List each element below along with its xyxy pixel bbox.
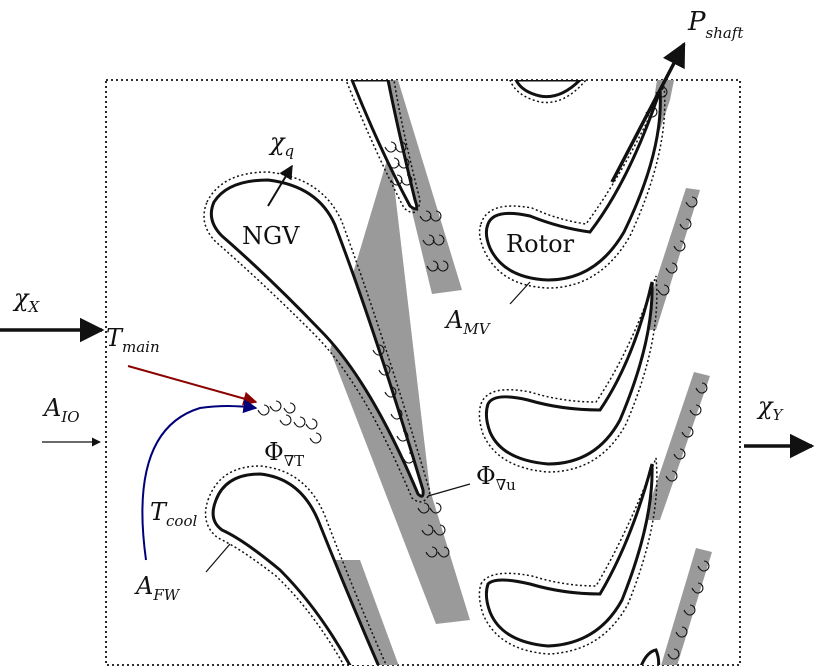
rotor-blade-1 — [484, 89, 662, 282]
rotor-wake-4 — [661, 548, 712, 665]
ngv-blade-bottom — [211, 472, 380, 665]
a-mv-label: AMV — [444, 306, 492, 338]
ngv-blade-main — [209, 178, 425, 498]
a-io-label: AIO — [42, 394, 80, 426]
rotor-blade-3 — [484, 463, 654, 648]
rotor-blade-top — [514, 80, 583, 99]
a-fw-label: AFW — [134, 572, 181, 604]
ngv-wake-middle — [330, 150, 470, 624]
ngv-main-boundary — [203, 171, 431, 503]
rotor-2-boundary — [478, 275, 658, 473]
rotor-1-boundary — [478, 83, 666, 289]
mixing-vortices — [257, 400, 322, 444]
p-shaft-label: Pshaft — [687, 7, 744, 42]
ngv-top-boundary — [345, 80, 421, 214]
chi-q-arrow — [267, 164, 293, 207]
phi-grad-u-label: Φ∇u — [476, 462, 516, 494]
cooling-flow-arrow — [141, 399, 258, 561]
phi-grad-t-label: Φ∇T — [264, 438, 304, 470]
t-main-label: Tmain — [106, 324, 160, 356]
a-mv-leader — [509, 281, 531, 305]
rotor-label: Rotor — [506, 230, 575, 258]
shaft-power-arrow — [610, 41, 686, 183]
chi-y-label: χY — [756, 392, 785, 424]
rotor-wake-2 — [640, 188, 700, 330]
rotor-blade-bottom — [639, 648, 661, 665]
main-flow-arrow — [127, 365, 258, 406]
chi-q-label: χq — [268, 128, 294, 160]
t-cool-label: Tcool — [150, 498, 197, 530]
a-fw-leader — [205, 543, 231, 573]
chi-x-label: χX — [12, 284, 41, 316]
rotor-3-boundary — [478, 457, 658, 655]
ngv-label: NGV — [242, 222, 300, 250]
rotor-wake-3 — [644, 372, 710, 520]
control-volume-boundary — [105, 79, 741, 666]
phi-grad-u-leader — [427, 483, 471, 497]
rotor-blade-2 — [484, 281, 654, 466]
ngv-bottom-boundary — [204, 465, 388, 665]
